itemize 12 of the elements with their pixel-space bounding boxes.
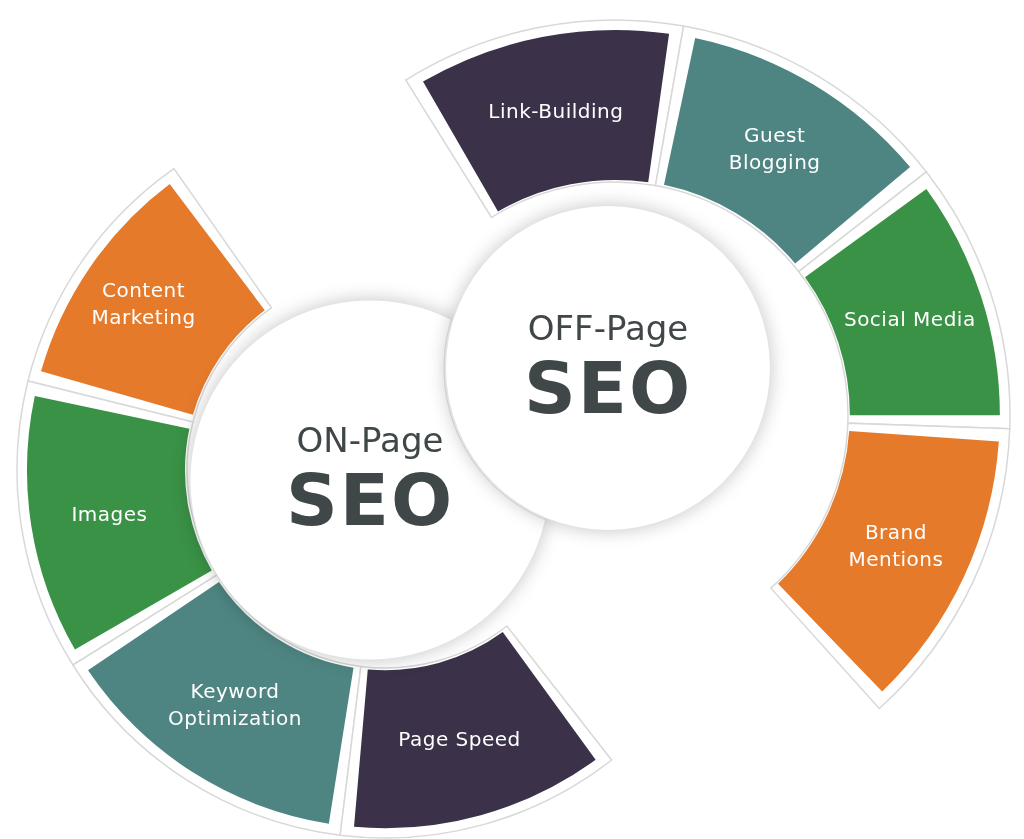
circle-subtitle: ON-Page [296,420,444,460]
segment-label: Page Speed [397,725,522,753]
segment-label: Guest Blogging [727,122,822,177]
segment-label: Brand Mentions [847,519,945,573]
segment-label: Keyword Optimization [167,678,304,733]
segment-label: Images [70,500,149,528]
segment-label: Link-Building [487,97,625,125]
segment-label: Social Media [842,305,977,333]
circle-title: SEO [285,460,455,540]
circle-subtitle: OFF-Page [527,308,689,348]
segment-label: Content Marketing [90,277,197,332]
circle-title: SEO [523,348,693,428]
